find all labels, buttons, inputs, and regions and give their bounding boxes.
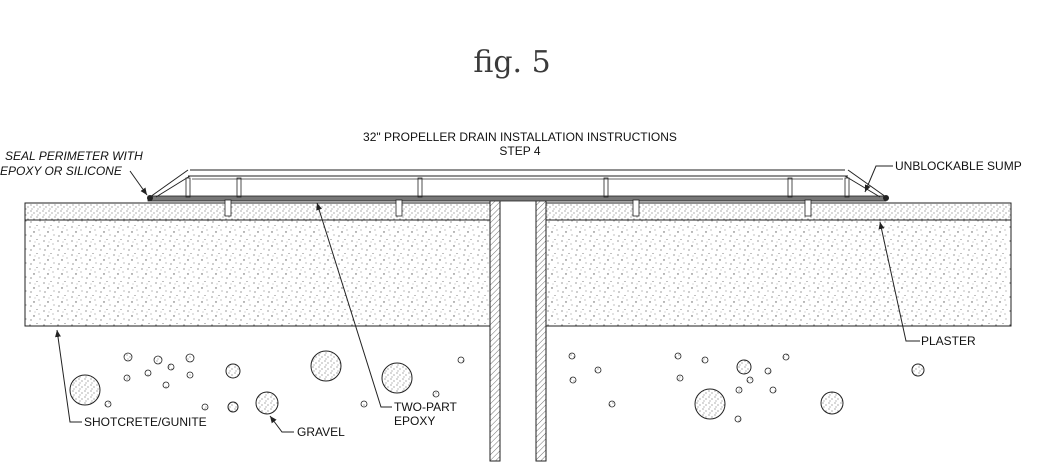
shotcrete-slab-right [545,219,1012,327]
callout-gravel: GRAVEL [297,425,345,439]
drawing-title-line1: 32" PROPELLER DRAIN INSTALLATION INSTRUC… [363,130,677,144]
callout-two-part-epoxy-line2: EPOXY [394,414,435,428]
leader-lines [55,165,920,433]
callout-shotcrete: SHOTCRETE/GUNITE [84,415,207,429]
callout-plaster: PLASTER [921,334,976,348]
callout-seal-perimeter-line2: EPOXY OR SILICONE [0,164,123,178]
plaster-layer-left [24,202,491,221]
drain-pipe [489,197,547,462]
callout-seal-perimeter-line1: SEAL PERIMETER WITH [5,149,143,163]
shotcrete-slab-left [24,219,491,327]
callout-two-part-epoxy-line1: TWO-PART [394,400,458,414]
unblockable-sump [147,169,889,217]
drawing-title-line2: STEP 4 [499,144,540,158]
gravel [69,350,925,423]
figure-label: fig. 5 [473,45,550,80]
plaster-layer-right [545,202,1012,221]
callout-unblockable-sump: UNBLOCKABLE SUMP [895,159,1022,173]
